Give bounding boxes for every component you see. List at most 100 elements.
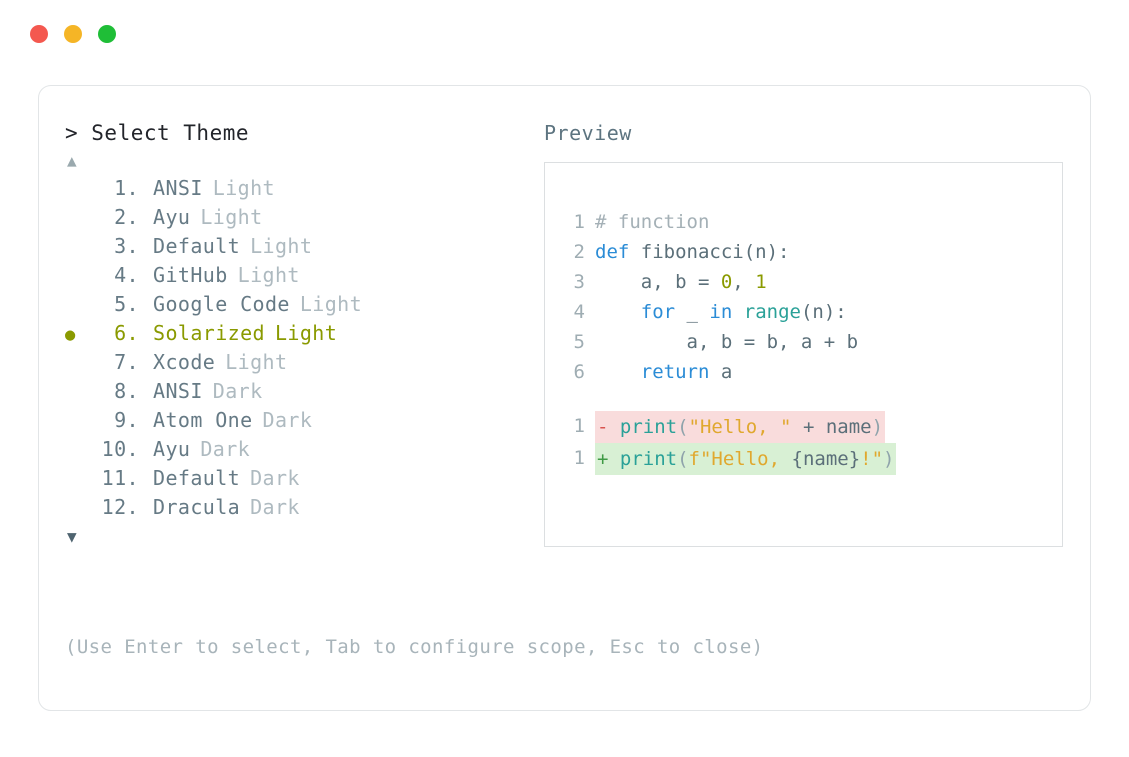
code-token: + name: [791, 416, 872, 438]
line-number: 2: [573, 241, 585, 263]
theme-item-name: ANSI: [153, 176, 203, 200]
theme-item-variant: Light: [212, 176, 275, 200]
code-token: a, b =: [595, 271, 721, 293]
theme-item-index: 11.: [101, 466, 139, 490]
bullet-spacer: [65, 466, 91, 495]
code-content: a, b = b, a + b: [595, 327, 859, 357]
diff-sign: +: [597, 448, 620, 470]
code-token: for: [640, 301, 676, 323]
bullet-spacer: [65, 495, 91, 524]
code-token: [595, 301, 641, 323]
theme-item-variant: Dark: [262, 408, 313, 432]
code-content: # function: [595, 207, 709, 237]
theme-list-item[interactable]: 10. Ayu Dark: [65, 437, 535, 466]
theme-item-index: 5.: [114, 292, 139, 316]
line-number: 1: [573, 447, 585, 469]
code-token: f"Hello,: [688, 448, 792, 470]
diff-sign: -: [597, 416, 620, 438]
theme-item-index: 8.: [114, 379, 139, 403]
code-token: range: [743, 301, 801, 323]
page-title: > Select Theme: [65, 121, 250, 145]
theme-item-name: Google Code: [153, 292, 290, 316]
line-number: 4: [573, 301, 585, 323]
scroll-down-icon[interactable]: ▼: [67, 527, 77, 546]
diff-line-add: 1+ print(f"Hello, {name}!"): [545, 443, 1062, 475]
keyboard-hint: (Use Enter to select, Tab to configure s…: [65, 636, 764, 658]
close-button[interactable]: [30, 25, 48, 43]
theme-item-name: Default: [153, 466, 241, 490]
code-token: a: [709, 361, 733, 383]
bullet-spacer: [65, 292, 91, 321]
code-token: print: [619, 416, 678, 438]
theme-item-index: 12.: [101, 495, 139, 519]
index-gap: [139, 350, 153, 374]
line-number: 1: [573, 415, 585, 437]
code-token: ): [883, 448, 895, 470]
theme-item-index: 6.: [114, 321, 139, 345]
theme-item-variant: Dark: [200, 437, 251, 461]
theme-item-name: GitHub: [153, 263, 228, 287]
index-gap: [139, 321, 153, 345]
index-gap: [139, 234, 153, 258]
index-gap: [139, 466, 153, 490]
index-gap: [139, 292, 153, 316]
window-titlebar: [0, 0, 1129, 68]
line-number: 1: [573, 211, 585, 233]
code-token: _: [675, 301, 710, 323]
index-gap: [139, 379, 153, 403]
index-gap: [139, 408, 153, 432]
code-token: !": [860, 448, 884, 470]
theme-list-item[interactable]: 9. Atom One Dark: [65, 408, 535, 437]
theme-item-index: 7.: [114, 350, 139, 374]
theme-list-item[interactable]: 11. Default Dark: [65, 466, 535, 495]
code-token: return: [640, 361, 710, 383]
bullet-spacer: [65, 263, 91, 292]
bullet-spacer: [65, 350, 91, 379]
theme-item-variant: Dark: [250, 466, 300, 490]
theme-item-name: Ayu: [153, 437, 191, 461]
code-token: (n):: [800, 301, 847, 323]
code-token: fibonacci(n):: [629, 241, 790, 263]
index-gap: [139, 495, 153, 519]
theme-item-name: Dracula: [153, 495, 241, 519]
bullet-spacer: [65, 205, 91, 234]
code-token: (: [677, 448, 689, 470]
code-token: ): [871, 416, 884, 438]
theme-item-index: 9.: [114, 408, 139, 432]
code-line: 3 a, b = 0, 1: [545, 267, 1062, 297]
code-token: "Hello, ": [688, 416, 792, 438]
theme-item-variant: Light: [225, 350, 288, 374]
code-token: [732, 301, 743, 323]
code-token: ,: [732, 271, 756, 293]
maximize-button[interactable]: [98, 25, 116, 43]
code-token: in: [709, 301, 733, 323]
theme-item-name: Atom One: [153, 408, 253, 432]
minimize-button[interactable]: [64, 25, 82, 43]
preview-label: Preview: [544, 121, 632, 145]
theme-item-index: 4.: [114, 263, 139, 287]
bullet-spacer: [65, 234, 91, 263]
line-number: 5: [573, 331, 585, 353]
scroll-up-icon[interactable]: ▲: [67, 151, 77, 170]
code-token: # function: [595, 211, 710, 233]
theme-item-index: 10.: [101, 437, 139, 461]
theme-item-index: 1.: [114, 176, 139, 200]
code-token: 0: [720, 271, 733, 293]
theme-list-item[interactable]: 1. ANSI Light: [65, 176, 535, 205]
theme-item-variant: Light: [250, 234, 313, 258]
theme-item-variant: Dark: [250, 495, 300, 519]
theme-list-item[interactable]: 12. Dracula Dark: [65, 495, 535, 524]
code-content: a, b = 0, 1: [595, 267, 767, 297]
diff-highlight: - print("Hello, " + name): [595, 411, 886, 443]
